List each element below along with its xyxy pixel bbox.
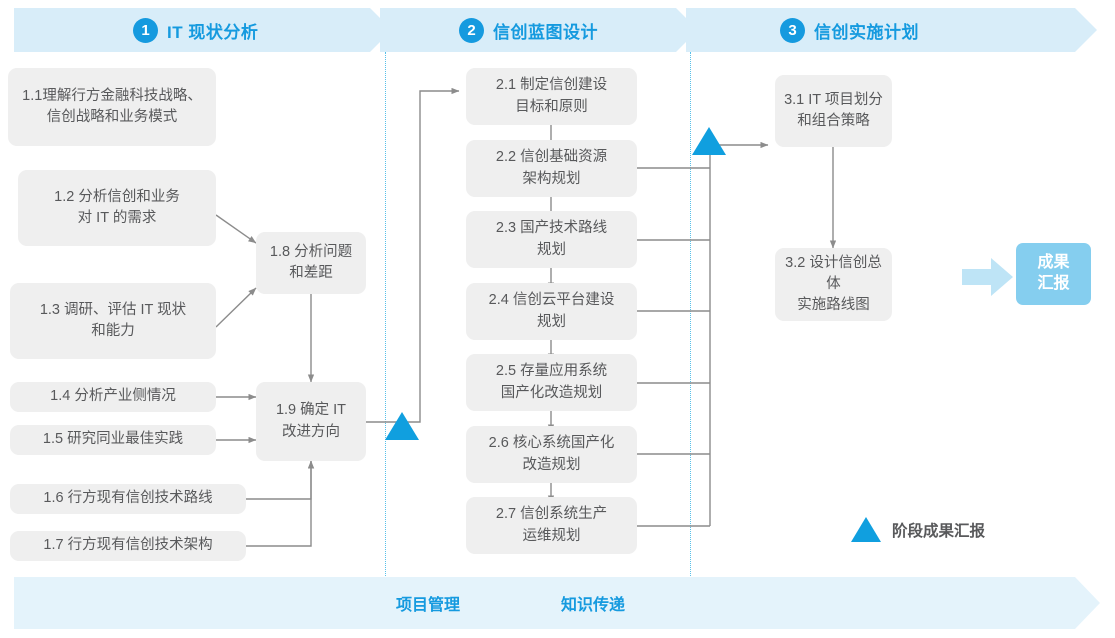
- node-1-5[interactable]: 1.5 研究同业最佳实践: [10, 425, 216, 455]
- node-3-2[interactable]: 3.2 设计信创总体 实施路线图: [775, 248, 892, 321]
- badge-arrow-shape: [962, 258, 1013, 296]
- node-2-4[interactable]: 2.4 信创云平台建设 规划: [466, 283, 637, 340]
- milestone-triangle-icon-1: [385, 412, 419, 440]
- node-2-2[interactable]: 2.2 信创基础资源 架构规划: [466, 140, 637, 197]
- phase-divider-1: [385, 52, 386, 576]
- node-2-6[interactable]: 2.6 核心系统国产化 改造规划: [466, 426, 637, 483]
- node-1-2[interactable]: 1.2 分析信创和业务 对 IT 的需求: [18, 170, 216, 246]
- node-2-3[interactable]: 2.3 国产技术路线 规划: [466, 211, 637, 268]
- node-1-1[interactable]: 1.1理解行方金融科技战略、 信创战略和业务模式: [8, 68, 216, 146]
- phase-divider-2: [690, 52, 691, 576]
- node-1-4[interactable]: 1.4 分析产业侧情况: [10, 382, 216, 412]
- node-2-5[interactable]: 2.5 存量应用系统 国产化改造规划: [466, 354, 637, 411]
- bottom-label-knowledge-transfer: 知识传递: [561, 597, 626, 614]
- legend-label: 阶段成果汇报: [892, 522, 986, 540]
- node-1-8[interactable]: 1.8 分析问题 和差距: [256, 232, 366, 294]
- legend: 阶段成果汇报: [851, 517, 985, 542]
- bottom-label-project-management: 项目管理: [396, 597, 461, 614]
- node-2-1[interactable]: 2.1 制定信创建设 目标和原则: [466, 68, 637, 125]
- bottom-banner: [0, 577, 1115, 629]
- node-1-7[interactable]: 1.7 行方现有信创技术架构: [10, 531, 246, 561]
- node-1-9[interactable]: 1.9 确定 IT 改进方向: [256, 382, 366, 461]
- node-2-7[interactable]: 2.7 信创系统生产 运维规划: [466, 497, 637, 554]
- phase-banner: [0, 8, 1115, 52]
- legend-triangle-icon: [851, 517, 881, 542]
- node-1-3[interactable]: 1.3 调研、评估 IT 现状 和能力: [10, 283, 216, 359]
- milestone-triangle-icon-2: [692, 127, 726, 155]
- node-3-1[interactable]: 3.1 IT 项目划分 和组合策略: [775, 75, 892, 147]
- result-badge[interactable]: 成果 汇报: [1016, 243, 1091, 305]
- node-1-6[interactable]: 1.6 行方现有信创技术路线: [10, 484, 246, 514]
